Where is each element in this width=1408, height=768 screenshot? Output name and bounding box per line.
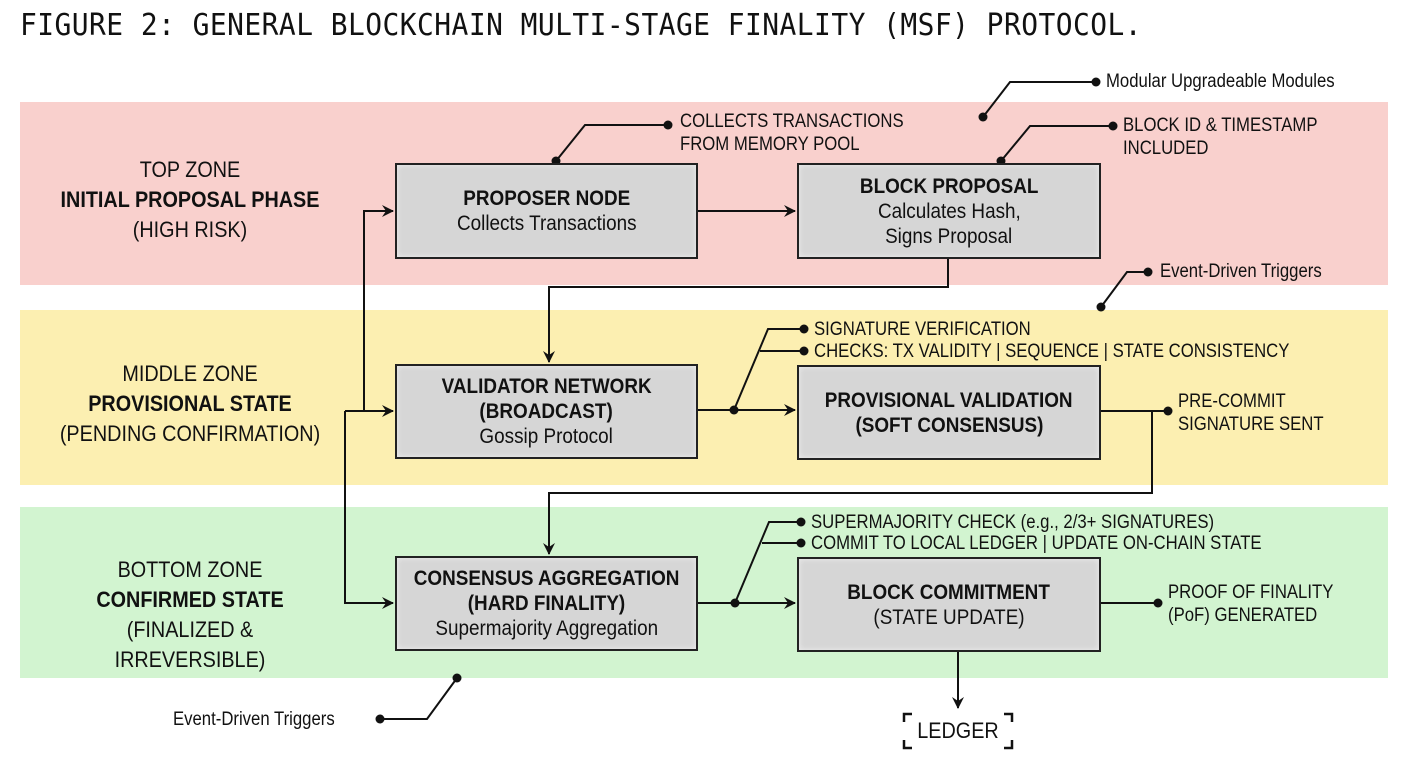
figure-title: FIGURE 2: GENERAL BLOCKCHAIN MULTI-STAGE…: [20, 8, 1143, 43]
dot-modular-label: [1091, 77, 1101, 87]
callout-verification: [733, 328, 802, 411]
node-validator-network[interactable]: VALIDATOR NETWORK (BROADCAST) Gossip Pro…: [395, 364, 698, 459]
edge-trunk-to-consensus: [344, 411, 394, 609]
zone-bottom-phase: CONFIRMED STATE: [96, 587, 284, 612]
zone-middle-phase: PROVISIONAL STATE: [88, 391, 292, 416]
node-consensus-desc: Supermajority Aggregation: [435, 617, 658, 640]
zone-middle: [20, 310, 1388, 485]
dot-event-top-label: [1143, 267, 1153, 277]
node-consensus-aggregation[interactable]: CONSENSUS AGGREGATION (HARD FINALITY) Su…: [395, 556, 698, 651]
zone-bottom-status: (FINALIZED & IRREVERSIBLE): [114, 617, 266, 672]
node-commitment-title: BLOCK COMMITMENT: [847, 580, 1051, 604]
callout-event-bottom: [380, 677, 458, 720]
node-proposer-title: PROPOSER NODE: [462, 187, 630, 210]
edge-block-to-validator: [543, 258, 949, 363]
note-precommit: PRE-COMMIT SIGNATURE SENT: [1178, 390, 1324, 436]
note-pof-line-2: (PoF) GENERATED: [1168, 605, 1318, 626]
node-proposer-desc: Collects Transactions: [456, 212, 637, 235]
dot-event-bottom-anchor: [452, 673, 462, 683]
note-pof-line-1: PROOF OF FINALITY: [1168, 582, 1334, 603]
note-collects-line-1: COLLECTS TRANSACTIONS: [680, 111, 904, 132]
callout-collects: [555, 124, 668, 162]
node-validator-desc: Gossip Protocol: [479, 425, 614, 448]
node-commitment-subtitle: (STATE UPDATE): [873, 605, 1025, 629]
node-consensus-subtitle: (HARD FINALITY): [467, 592, 626, 615]
node-provisional-validation[interactable]: PROVISIONAL VALIDATION (SOFT CONSENSUS): [797, 365, 1101, 460]
note-event-driven-bottom: Event-Driven Triggers: [173, 709, 335, 730]
ledger-bracket-icon: [902, 712, 1014, 750]
zone-top: [20, 102, 1388, 285]
node-block-proposal-desc-1: Calculates Hash,: [877, 199, 1021, 223]
note-event-driven-top: Event-Driven Triggers: [1160, 261, 1322, 282]
zone-bottom-label: BOTTOM ZONE CONFIRMED STATE (FINALIZED &…: [55, 555, 325, 675]
note-block-id-line-2: INCLUDED: [1123, 138, 1209, 159]
node-validator-title: VALIDATOR NETWORK: [441, 375, 652, 398]
zone-top-risk: (HIGH RISK): [132, 217, 248, 242]
node-block-proposal-title: BLOCK PROPOSAL: [859, 174, 1039, 198]
zone-middle-status: (PENDING CONFIRMATION): [59, 421, 321, 446]
node-consensus-title: CONSENSUS AGGREGATION: [413, 567, 680, 590]
dot-event-top-anchor: [1096, 302, 1106, 312]
note-commit-local: COMMIT TO LOCAL LEDGER | UPDATE ON-CHAIN…: [811, 533, 1262, 554]
node-block-proposal-desc-2: Signs Proposal: [885, 224, 1013, 248]
note-checks: CHECKS: TX VALIDITY | SEQUENCE | STATE C…: [814, 341, 1290, 362]
note-precommit-line-1: PRE-COMMIT: [1178, 391, 1286, 412]
node-provisional-subtitle: (SOFT CONSENSUS): [855, 413, 1043, 437]
note-precommit-line-2: SIGNATURE SENT: [1178, 414, 1324, 435]
zone-middle-label: MIDDLE ZONE PROVISIONAL STATE (PENDING C…: [55, 359, 325, 449]
edge-trunk-to-proposer: [363, 205, 394, 411]
callout-supermajority: [734, 521, 799, 604]
dot-blockid-label: [1108, 121, 1118, 131]
callout-blockid: [1000, 125, 1113, 162]
dot-validator-junction: [729, 405, 739, 415]
dot-collects-label: [663, 120, 673, 130]
dot-modular-anchor: [978, 112, 988, 122]
ledger-label: LEDGER: [917, 718, 999, 743]
note-modular: Modular Upgradeable Modules: [1106, 71, 1335, 92]
note-supermajority: SUPERMAJORITY CHECK (e.g., 2/3+ SIGNATUR…: [811, 512, 1215, 533]
node-provisional-title: PROVISIONAL VALIDATION: [825, 388, 1073, 412]
note-proof-of-finality: PROOF OF FINALITY (PoF) GENERATED: [1168, 581, 1333, 627]
dot-precommit-label: [1163, 406, 1173, 416]
note-collects-transactions: COLLECTS TRANSACTIONS FROM MEMORY POOL: [680, 110, 904, 156]
node-block-proposal[interactable]: BLOCK PROPOSAL Calculates Hash, Signs Pr…: [797, 163, 1101, 259]
zone-bottom: [20, 507, 1388, 678]
callout-event-top: [1100, 271, 1148, 308]
dot-event-bottom-label: [375, 714, 385, 724]
dot-pof-label: [1153, 598, 1163, 608]
zone-top-label: TOP ZONE INITIAL PROPOSAL PHASE (HIGH RI…: [55, 155, 325, 245]
callout-modular: [982, 81, 1096, 118]
dot-commit-local-label: [796, 538, 806, 548]
node-ledger[interactable]: LEDGER: [902, 712, 1014, 750]
zone-top-phase: INITIAL PROPOSAL PHASE: [60, 187, 320, 212]
note-signature-verification: SIGNATURE VERIFICATION: [814, 319, 1031, 340]
note-block-id: BLOCK ID & TIMESTAMP INCLUDED: [1123, 114, 1317, 160]
note-block-id-line-1: BLOCK ID & TIMESTAMP: [1123, 115, 1318, 136]
dot-verification-label: [799, 324, 809, 334]
dot-supermajority-label: [796, 517, 806, 527]
note-collects-line-2: FROM MEMORY POOL: [680, 134, 860, 155]
zone-bottom-name: BOTTOM ZONE: [117, 557, 263, 582]
zone-top-name: TOP ZONE: [139, 157, 241, 182]
dot-checks-label: [799, 346, 809, 356]
node-validator-subtitle: (BROADCAST): [479, 400, 614, 423]
node-proposer[interactable]: PROPOSER NODE Collects Transactions: [395, 163, 698, 259]
node-block-commitment[interactable]: BLOCK COMMITMENT (STATE UPDATE): [797, 557, 1101, 652]
zone-middle-name: MIDDLE ZONE: [122, 361, 258, 386]
dot-consensus-junction: [730, 598, 740, 608]
